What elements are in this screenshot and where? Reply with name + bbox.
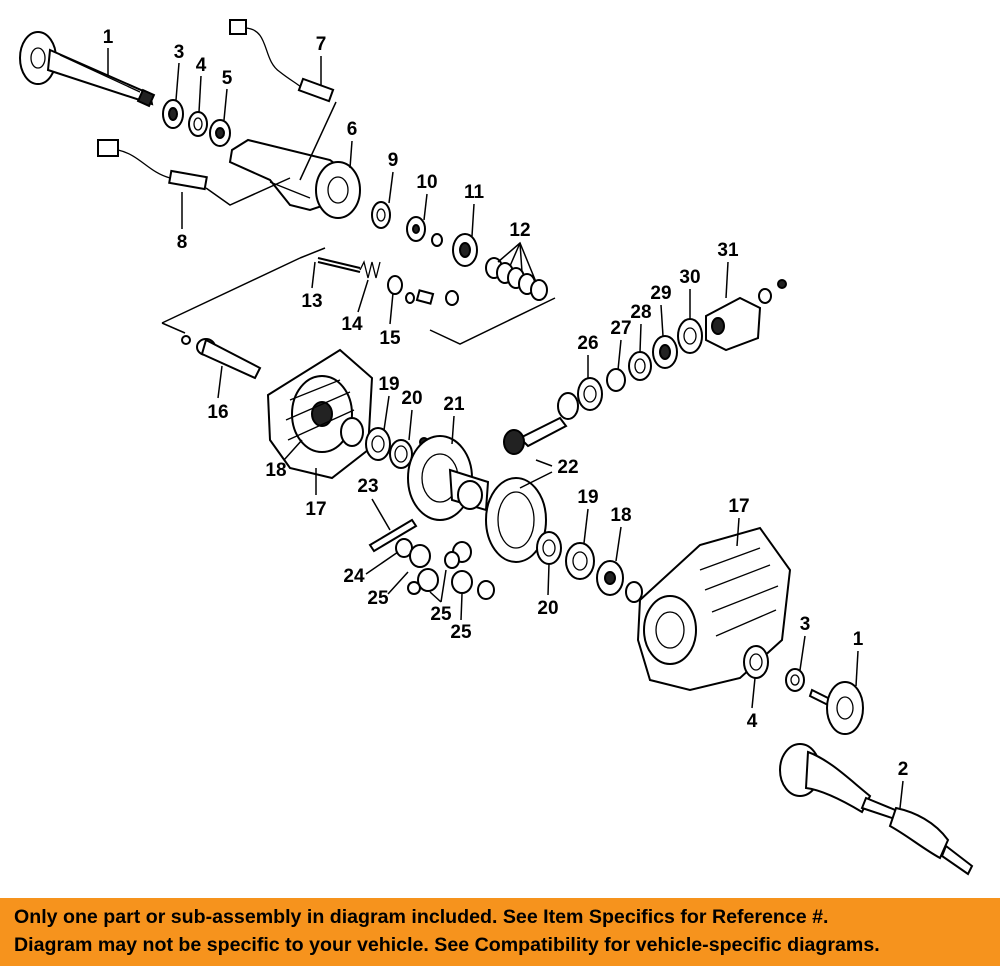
- cv-axle-2: [779, 743, 974, 876]
- exploded-axle-diagram: 1 3 4 5 7 6 8: [19, 19, 974, 876]
- axle-shaft-upper: [19, 31, 156, 108]
- callout-4-upper: 4: [196, 55, 207, 76]
- pinion-parts-26-31: [557, 279, 787, 420]
- callout-12: 12: [509, 220, 530, 241]
- pinion-shaft-16: [181, 335, 262, 380]
- callout-25-c: 25: [450, 622, 472, 643]
- bearing-19-upper: [340, 417, 391, 461]
- seal-9: [371, 201, 391, 229]
- callout-6: 6: [347, 119, 358, 140]
- bearing-5: [209, 119, 231, 147]
- callout-31: 31: [717, 240, 739, 261]
- callout-27: 27: [610, 318, 631, 339]
- axle-seal-upper: [162, 99, 184, 129]
- diff-housing-17-upper: [266, 348, 374, 480]
- disclaimer-banner: Only one part or sub-assembly in diagram…: [0, 898, 1000, 966]
- speed-sensor-8: [97, 139, 291, 206]
- callout-11: 11: [464, 182, 485, 203]
- callout-10: 10: [416, 172, 437, 193]
- shim-20-upper: [389, 437, 429, 469]
- callout-17-upper: 17: [305, 499, 326, 520]
- gear-10: [406, 216, 443, 247]
- callout-19-lower: 19: [577, 487, 598, 508]
- callout-9: 9: [388, 150, 399, 171]
- callout-1-upper: 1: [103, 27, 114, 48]
- callout-7: 7: [316, 34, 327, 55]
- speed-sensor-7: [229, 19, 335, 103]
- callout-22: 22: [557, 457, 578, 478]
- callout-21: 21: [443, 394, 465, 415]
- callout-23: 23: [357, 476, 378, 497]
- callout-20-lower: 20: [537, 598, 558, 619]
- spring-14: [359, 260, 381, 279]
- shaft-13: [317, 257, 361, 273]
- callout-24: 24: [343, 566, 365, 587]
- callout-17-lower: 17: [728, 496, 749, 517]
- callout-18-lower: 18: [610, 505, 631, 526]
- disclaimer-line-2: Diagram may not be specific to your vehi…: [14, 934, 880, 956]
- gears-24-25: [395, 538, 495, 600]
- callout-4-lower: 4: [747, 711, 758, 732]
- callout-19-upper: 19: [378, 374, 399, 395]
- callout-26: 26: [577, 333, 598, 354]
- callout-5: 5: [222, 68, 233, 89]
- cross-pin-23: [368, 518, 418, 553]
- callout-15: 15: [379, 328, 401, 349]
- callout-30: 30: [679, 267, 700, 288]
- callout-8: 8: [177, 232, 188, 253]
- callout-13: 13: [301, 291, 322, 312]
- lock-15: [387, 275, 459, 306]
- callout-29: 29: [650, 283, 671, 304]
- callout-28: 28: [630, 302, 651, 323]
- disclaimer-line-1: Only one part or sub-assembly in diagram…: [14, 906, 829, 928]
- axle-parts-lower: [743, 645, 864, 735]
- callout-18-upper: 18: [265, 460, 286, 481]
- callout-25-a: 25: [367, 588, 389, 609]
- callout-16: 16: [207, 402, 228, 423]
- axle-bearing-upper: [188, 111, 208, 137]
- callout-3-lower: 3: [800, 614, 811, 635]
- callout-1-lower: 1: [853, 629, 864, 650]
- callout-3-upper: 3: [174, 42, 185, 63]
- ring-pinion-22: [485, 416, 568, 563]
- carrier-bracket-6: [228, 138, 361, 219]
- lower-bearings-18-20: [536, 531, 643, 603]
- diff-case-21: [407, 435, 490, 521]
- callout-20-upper: 20: [401, 388, 422, 409]
- callout-25-b: 25: [430, 604, 452, 625]
- clutch-discs-12: [485, 257, 548, 301]
- clutch-11: [452, 233, 478, 267]
- callout-14: 14: [341, 314, 363, 335]
- callout-2: 2: [898, 759, 909, 780]
